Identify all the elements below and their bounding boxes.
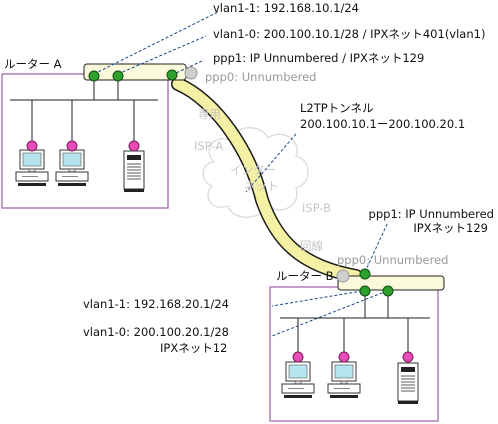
internet-label-2: ネット (244, 179, 279, 193)
port-ppp1-a (166, 69, 178, 81)
router-b-label: ルーター B (276, 269, 334, 283)
nic-node (338, 351, 350, 363)
vlan1-1-a-label: vlan1-1: 192.168.10.1/24 (213, 1, 359, 15)
port-vlan1-0-a (112, 70, 124, 82)
ppp1-a-label: ppp1: IP Unnumbered / IPXネット129 (213, 51, 425, 65)
vlan1-1-b-label: vlan1-1: 192.168.20.1/24 (83, 297, 229, 311)
isp-b-label: ISP-B (302, 201, 332, 215)
l2tp-title: L2TPトンネル (300, 101, 374, 115)
vlan1-0-b-label-1: vlan1-0: 200.100.20.1/28 (83, 325, 229, 339)
isp-a-label: ISP-A (194, 139, 224, 153)
nic-node (26, 140, 38, 152)
senyo-bottom-label: 回線 (300, 239, 323, 253)
senyo-top-label: 専用 (198, 107, 221, 121)
desktop-computer-icon (327, 361, 361, 399)
port-vlan1-1-b (359, 285, 371, 297)
desktop-computer-icon (55, 149, 89, 187)
desktop-computer-icon (281, 361, 315, 399)
port-ppp0-b (336, 269, 350, 283)
internet-label-1: インター (230, 163, 276, 177)
tower-server-icon (123, 150, 145, 193)
port-vlan1-0-b (382, 285, 394, 297)
nic-node (292, 351, 304, 363)
vlan1-0-a-label: vlan1-0: 200.100.10.1/28 / IPXネット401(vla… (213, 27, 486, 41)
desktop-computer-icon (15, 149, 49, 187)
port-ppp0-a (184, 66, 198, 80)
ppp1-b-label-1: ppp1: IP Unnumbered (368, 207, 494, 221)
nic-node (402, 351, 414, 363)
ppp0-a-label: ppp0: Unnumbered (205, 70, 317, 84)
l2tp-range: 200.100.10.1ー200.100.20.1 (300, 117, 466, 131)
router-a-label: ルーター A (4, 57, 62, 71)
internet-cloud-icon (202, 127, 309, 218)
ppp1-b-label-2: IPXネット129 (413, 221, 488, 235)
nic-node (128, 140, 140, 152)
vlan1-0-b-label-2: IPXネット12 (160, 341, 228, 355)
port-ppp1-b (359, 268, 371, 280)
port-vlan1-1-a (88, 70, 100, 82)
ppp0-b-label: ppp0: Unnumbered (337, 253, 449, 267)
tower-server-icon (397, 362, 419, 405)
nic-node (66, 140, 78, 152)
